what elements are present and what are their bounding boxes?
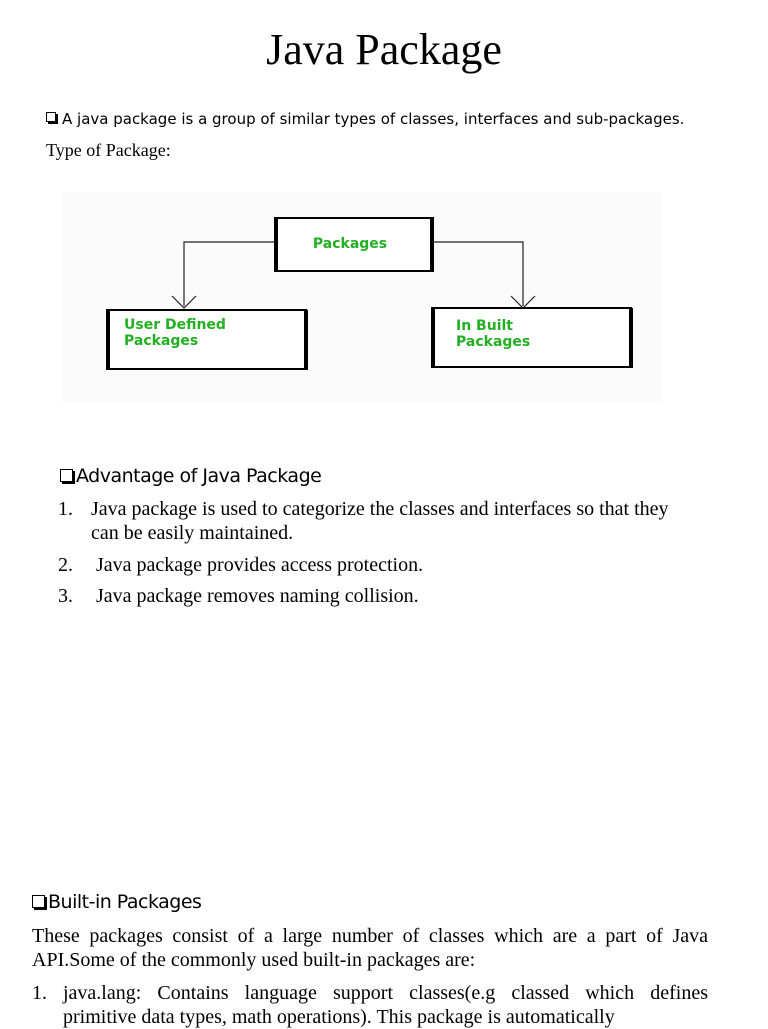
checkbox-bullet-icon <box>46 112 56 122</box>
list-item: 1. Java package is used to categorize th… <box>58 497 748 545</box>
builtin-heading: Built-in Packages <box>32 889 202 915</box>
advantages-list: 1. Java package is used to categorize th… <box>58 497 748 608</box>
builtin-paragraph: These packages consist of a large number… <box>32 925 708 971</box>
list-item: 1. java.lang: Contains language support … <box>32 981 708 1029</box>
definition-bullet: A java package is a group of similar typ… <box>46 108 684 130</box>
builtin-heading-text: Built-in Packages <box>48 891 202 913</box>
connector-left <box>183 241 274 306</box>
checkbox-bullet-icon <box>60 469 73 482</box>
connector-right <box>434 241 524 306</box>
user-defined-node: User Defined Packages <box>106 309 308 370</box>
list-item-text: Java package removes naming collision. <box>96 585 419 607</box>
list-item: 2. Java package provides access protecti… <box>58 553 748 577</box>
in-built-node: In Built Packages <box>431 307 633 368</box>
in-built-label-line2: Packages <box>456 334 530 350</box>
list-item-line: can be easily maintained. <box>91 522 294 544</box>
advantages-heading-text: Advantage of Java Package <box>76 465 322 487</box>
list-number: 3. <box>58 585 73 607</box>
package-types-diagram: Packages User Defined Packages In Built … <box>62 192 662 402</box>
list-item-text: java.lang: Contains language support cla… <box>63 982 708 1028</box>
list-number: 1. <box>32 982 47 1004</box>
packages-node-label: Packages <box>313 236 387 252</box>
advantages-heading: Advantage of Java Package <box>60 463 322 489</box>
packages-node: Packages <box>274 217 434 272</box>
page-title: Java Package <box>266 25 502 74</box>
type-of-package-label: Type of Package: <box>46 140 171 160</box>
list-item: 3. Java package removes naming collision… <box>58 584 748 608</box>
in-built-label-line1: In Built <box>456 318 513 334</box>
list-number: 1. <box>58 498 73 520</box>
user-defined-label-line2: Packages <box>124 333 198 349</box>
checkbox-bullet-icon <box>32 895 45 908</box>
builtin-list: 1. java.lang: Contains language support … <box>32 981 708 1029</box>
user-defined-label-line1: User Defined <box>124 317 226 333</box>
arrowhead-left-icon <box>171 295 197 309</box>
list-number: 2. <box>58 554 73 576</box>
definition-text: A java package is a group of similar typ… <box>62 110 685 128</box>
list-item-line: Java package is used to categorize the c… <box>91 498 669 520</box>
list-item-text: Java package provides access protection. <box>96 554 424 576</box>
